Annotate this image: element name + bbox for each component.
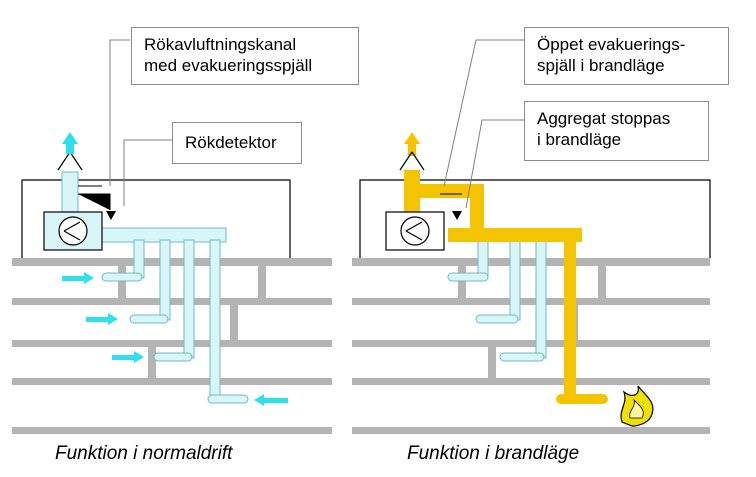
fire-icon <box>620 385 654 427</box>
left-fan-icon <box>58 216 88 246</box>
left-smoke-detector-icon <box>106 211 116 220</box>
left-roof-outline <box>21 179 291 258</box>
left-roof-hood <box>57 151 83 171</box>
caption-normal-operation: Funktion i normaldrift <box>55 443 233 464</box>
right-damper-leader-line <box>443 39 524 187</box>
right-smoke-detector-icon <box>452 211 462 220</box>
left-floors <box>12 258 332 434</box>
callout-open-damper: Öppet evakuerings- spjäll i brandläge <box>524 27 729 85</box>
left-detector-leader-line <box>123 139 172 206</box>
callout-unit-stopped: Aggregat stoppas i brandläge <box>524 101 709 161</box>
right-panel <box>352 39 711 434</box>
right-unit-leader-line <box>465 119 524 209</box>
right-floors <box>352 258 710 434</box>
right-fan-icon <box>400 216 430 246</box>
callout-smoke-detector: Rökdetektor <box>172 122 302 164</box>
left-inlet-arrows <box>62 272 288 406</box>
left-damper-lines <box>78 185 111 210</box>
left-duct-leader-line <box>109 39 130 186</box>
right-roof-hood <box>399 151 425 171</box>
left-exhaust-arrow <box>62 132 78 154</box>
right-exhaust-arrow <box>404 132 420 156</box>
caption-fire-mode: Funktion i brandläge <box>407 443 580 464</box>
callout-duct-damper: Rökavluftningskanal med evakueringsspjäl… <box>131 27 359 85</box>
left-exhaust-duct <box>61 171 79 213</box>
right-inactive-ducts <box>447 239 547 362</box>
left-panel <box>12 39 332 434</box>
right-roof-outline <box>359 179 711 258</box>
right-smoke-duct <box>404 170 608 404</box>
left-branch-ducts <box>101 239 249 404</box>
